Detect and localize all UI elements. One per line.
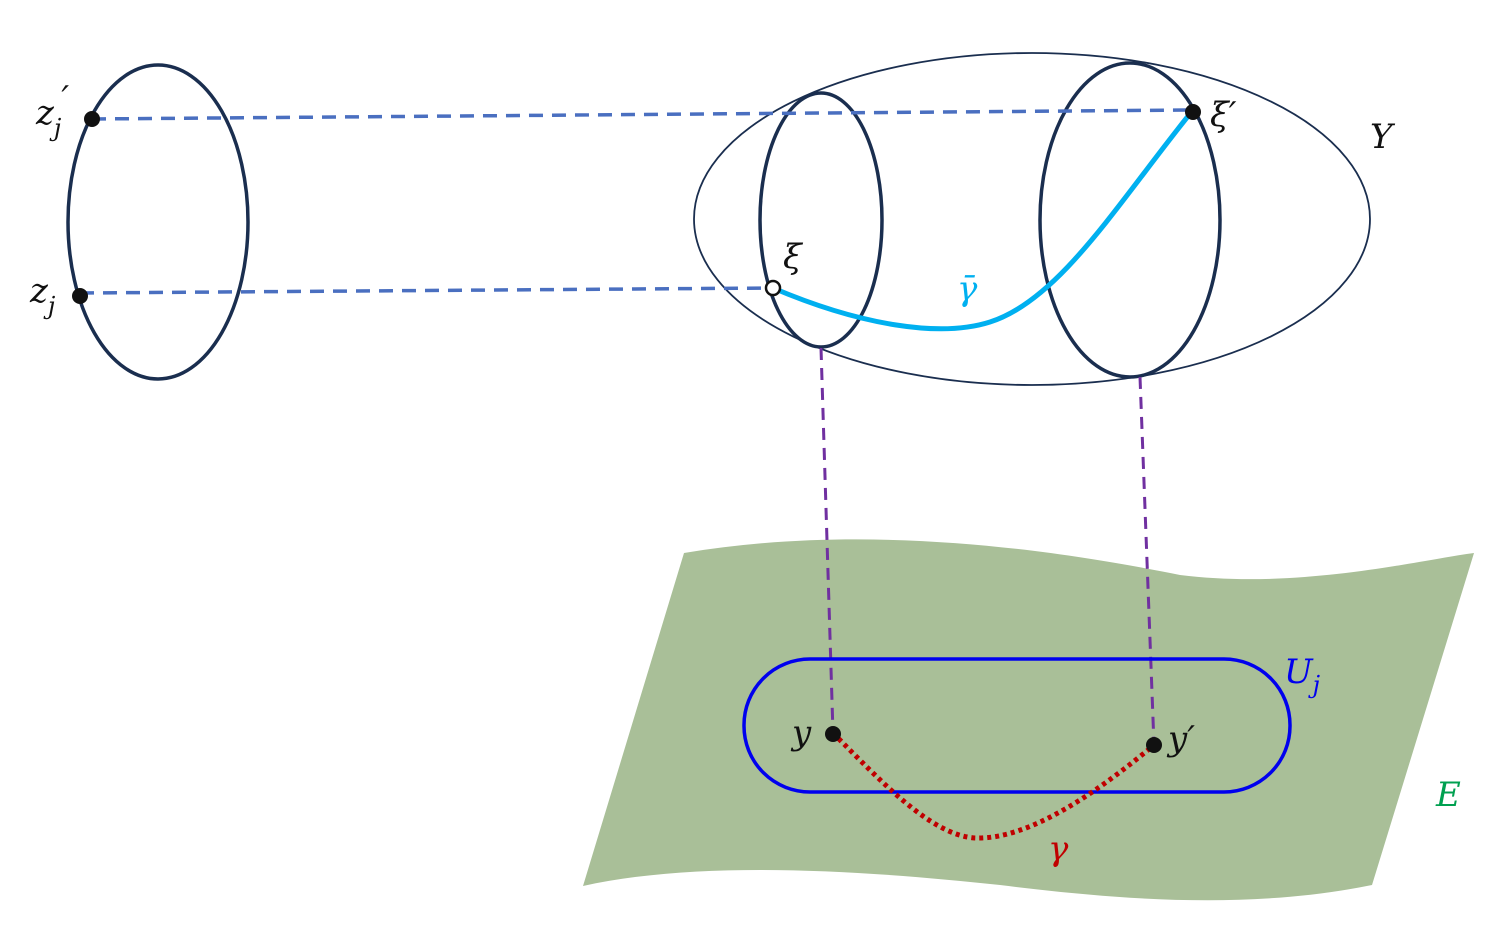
label-E: E xyxy=(1435,775,1461,815)
curve-gamma xyxy=(831,731,1156,841)
label-Y: Y xyxy=(1370,117,1396,157)
point-y-prime xyxy=(1146,737,1162,753)
ellipse-Y xyxy=(693,52,1371,386)
surface-E xyxy=(583,539,1474,901)
label-y: y xyxy=(790,713,812,753)
label-xi: ξ xyxy=(783,237,804,277)
point-xi xyxy=(764,279,782,297)
ellipse-fiber-1 xyxy=(758,91,884,349)
label-z-j: zj xyxy=(29,271,56,320)
point-z-j-prime xyxy=(84,111,100,127)
projection-line-top xyxy=(91,108,1194,121)
point-xi-prime xyxy=(1185,104,1201,120)
curve-gamma-bar xyxy=(772,108,1195,332)
point-z-j xyxy=(72,288,88,304)
vertical-line-right xyxy=(1138,376,1156,746)
point-y xyxy=(825,726,841,742)
projection-line-bottom xyxy=(79,286,774,295)
label-z-j-prime: zj′ xyxy=(35,79,69,142)
label-y-prime: y′ xyxy=(1166,719,1195,759)
ellipse-left xyxy=(66,63,250,381)
label-gamma-bar: γ̄ xyxy=(957,269,978,309)
region-U-j xyxy=(742,657,1292,794)
ellipse-fiber-2 xyxy=(1038,61,1222,379)
label-xi-prime: ξ′ xyxy=(1210,95,1237,135)
label-gamma: γ xyxy=(1048,829,1069,869)
vertical-line-left xyxy=(819,347,835,734)
